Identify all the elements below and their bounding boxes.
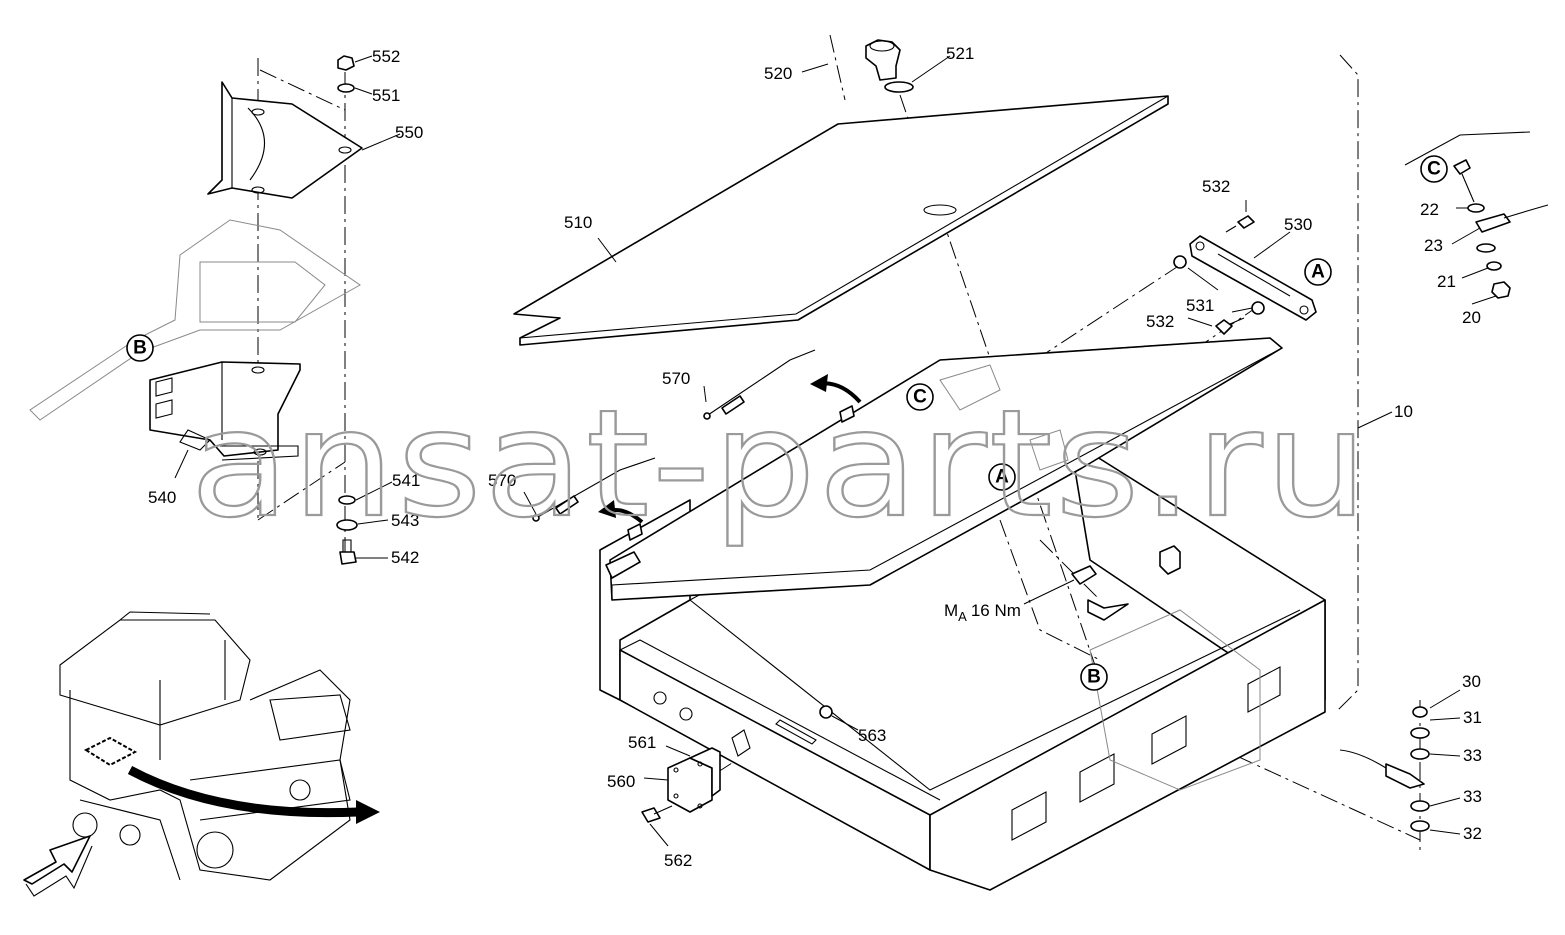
strap-530 [1173, 215, 1317, 335]
part-labels: 552 551 550 540 541 543 542 520 521 510 … [148, 44, 1482, 870]
label-531: 531 [1186, 296, 1214, 315]
svg-text:A: A [1311, 262, 1325, 283]
label-540: 540 [148, 488, 176, 507]
label-562: 562 [664, 851, 692, 870]
label-520: 520 [764, 64, 792, 83]
top-cover [605, 337, 1283, 601]
marker-a-box: A [988, 463, 1016, 491]
label-33-upper: 33 [1463, 746, 1482, 765]
label-561: 561 [628, 733, 656, 752]
bracket-550 [207, 55, 363, 199]
svg-text:B: B [133, 338, 147, 359]
hardware-stack-c [1404, 131, 1549, 299]
gas-strut-570-upper [703, 349, 816, 420]
cover-plate-560 [641, 729, 751, 823]
label-570-upper: 570 [662, 369, 690, 388]
marker-b-box: B [1080, 663, 1108, 691]
svg-text:A: A [995, 467, 1009, 488]
svg-text:C: C [913, 387, 927, 408]
machine-location-thumbnail [23, 611, 380, 897]
label-551: 551 [372, 86, 400, 105]
box-housing-10 [599, 429, 1326, 891]
bracket-540 [149, 361, 358, 565]
label-570-lower: 570 [488, 471, 516, 490]
label-30: 30 [1462, 672, 1481, 691]
label-550: 550 [395, 123, 423, 142]
rotation-arrow-lower [598, 500, 644, 524]
label-21: 21 [1437, 272, 1456, 291]
label-532-lower: 532 [1146, 312, 1174, 331]
label-23: 23 [1424, 236, 1443, 255]
label-32: 32 [1463, 824, 1482, 843]
label-10: 10 [1394, 402, 1413, 421]
lid-panel-510 [513, 95, 1169, 346]
marker-b-left: B [126, 334, 154, 362]
label-542: 542 [391, 548, 419, 567]
svg-text:C: C [1427, 159, 1441, 180]
label-20: 20 [1462, 308, 1481, 327]
label-22: 22 [1420, 200, 1439, 219]
hardware-stack-bottom [1339, 706, 1430, 832]
leader-lines [174, 55, 1497, 847]
marker-c-box: C [906, 383, 934, 411]
label-33-lower: 33 [1463, 787, 1482, 806]
label-560: 560 [607, 772, 635, 791]
label-543: 543 [391, 511, 419, 530]
label-31: 31 [1463, 708, 1482, 727]
label-541: 541 [392, 471, 420, 490]
svg-text:B: B [1087, 667, 1101, 688]
rotation-arrow-upper [810, 374, 862, 404]
label-530: 530 [1284, 215, 1312, 234]
label-532-upper: 532 [1202, 177, 1230, 196]
marker-a-strap: A [1304, 258, 1332, 286]
label-510: 510 [564, 213, 592, 232]
watermark: ansat-parts.ru [190, 378, 1370, 550]
gas-strut-570-lower [532, 457, 656, 522]
marker-c-right: C [1420, 155, 1448, 183]
label-563: 563 [858, 726, 886, 745]
breather-cap-521 [865, 39, 914, 93]
label-552: 552 [372, 47, 400, 66]
label-521: 521 [946, 44, 974, 63]
